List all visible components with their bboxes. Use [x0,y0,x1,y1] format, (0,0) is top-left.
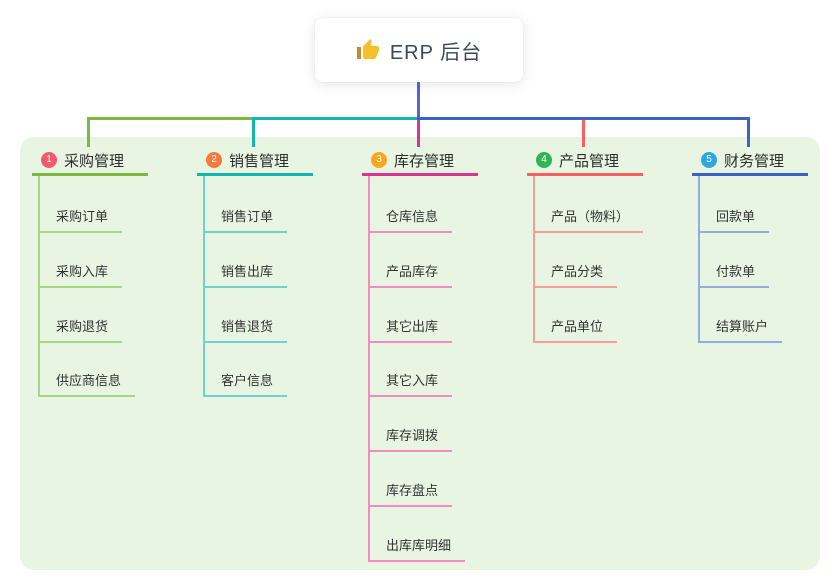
child-node-2-3[interactable]: 销售退货 [203,313,288,343]
branch-header-3[interactable]: 3 库存管理 [362,147,478,176]
branch-1-number-badge: 1 [41,152,57,168]
mindmap-background-panel [20,137,820,570]
child-node-5-1[interactable]: 回款单 [698,203,770,233]
branch-3-drop-line [417,117,420,147]
branch-5-child-spine [698,176,700,342]
branch-4-child-spine [533,176,535,342]
child-node-4-1[interactable]: 产品（物料） [533,203,644,233]
child-node-4-3[interactable]: 产品单位 [533,313,618,343]
root-node-erp[interactable]: ERP 后台 [315,18,523,82]
child-node-2-4[interactable]: 客户信息 [203,367,288,397]
child-node-1-2[interactable]: 采购入库 [38,258,123,288]
branch-4-drop-line [582,117,585,147]
branch-3-number-badge: 3 [371,152,387,168]
child-node-3-1[interactable]: 仓库信息 [368,203,453,233]
child-node-3-3[interactable]: 其它出库 [368,313,453,343]
branch-4-number-badge: 4 [536,152,552,168]
child-node-1-3[interactable]: 采购退货 [38,313,123,343]
child-node-3-7[interactable]: 出库库明细 [368,532,466,562]
branch-2-drop-line [252,117,255,147]
bus-segment-mid-teal [252,117,420,120]
bus-segment-right-blue [417,117,750,120]
branch-5-number-badge: 5 [701,152,717,168]
bus-segment-left-green [87,117,255,120]
branch-5-drop-line [747,117,750,147]
child-node-5-2[interactable]: 付款单 [698,258,770,288]
branch-header-4[interactable]: 4 产品管理 [527,147,643,176]
child-node-2-2[interactable]: 销售出库 [203,258,288,288]
child-node-3-4[interactable]: 其它入库 [368,367,453,397]
branch-2-number-badge: 2 [206,152,222,168]
child-node-3-6[interactable]: 库存盘点 [368,477,453,507]
branch-header-5[interactable]: 5 财务管理 [692,147,808,176]
branch-1-drop-line [87,117,90,147]
root-node-label: ERP 后台 [389,41,483,64]
branch-header-2[interactable]: 2 销售管理 [197,147,313,176]
branch-5-label: 财务管理 [724,152,785,170]
branch-header-1[interactable]: 1 采购管理 [32,147,148,176]
child-node-1-1[interactable]: 采购订单 [38,203,123,233]
thumbs-up-icon [356,38,380,62]
child-node-5-3[interactable]: 结算账户 [698,313,783,343]
branch-4-label: 产品管理 [559,152,620,170]
child-node-1-4[interactable]: 供应商信息 [38,367,136,397]
child-node-4-2[interactable]: 产品分类 [533,258,618,288]
branch-2-label: 销售管理 [229,152,290,170]
branch-1-label: 采购管理 [64,152,125,170]
branch-3-label: 库存管理 [394,152,455,170]
child-node-3-2[interactable]: 产品库存 [368,258,453,288]
root-connector-line [417,82,420,120]
child-node-2-1[interactable]: 销售订单 [203,203,288,233]
branch-3-child-spine [368,176,370,561]
child-node-3-5[interactable]: 库存调拨 [368,422,453,452]
